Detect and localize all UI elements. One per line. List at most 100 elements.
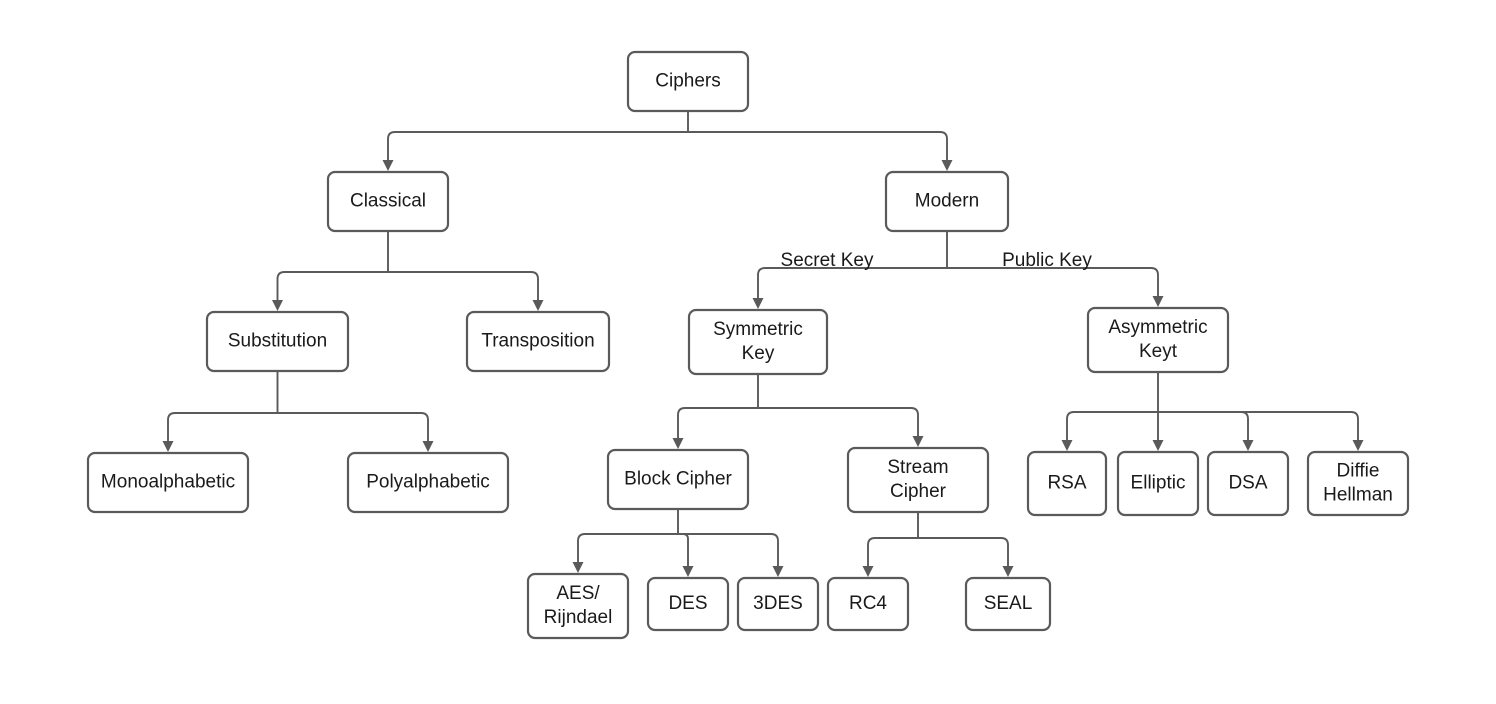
connector-line [758, 407, 919, 437]
connector-line [276, 271, 388, 301]
connector-line [688, 131, 948, 161]
connector-stream-rc4 [862, 537, 918, 577]
node-box-classical[interactable] [326, 170, 450, 233]
connector-block-aes [572, 533, 678, 573]
node-label-rsa: RSA [1047, 473, 1086, 494]
node-box-dsa[interactable] [1206, 450, 1290, 517]
node-dsa[interactable]: DSA [1206, 450, 1290, 517]
node-label-des: DES [668, 593, 707, 614]
node-label-substitution: Substitution [228, 331, 327, 352]
connector-symmetric-stream [758, 407, 924, 447]
connector-line [1158, 411, 1359, 441]
connector-line [947, 267, 1159, 297]
node-label-polyalphabetic: Polyalphabetic [366, 472, 490, 493]
connector-stream-seal [918, 537, 1014, 577]
node-rc4[interactable]: RC4 [826, 576, 910, 632]
connector-line [1066, 411, 1158, 441]
node-label-symmetric-key: Symmetric [713, 319, 803, 340]
connector-asymmetric-diffie [1158, 411, 1364, 451]
connector-asymmetric-elliptic [1152, 412, 1164, 451]
node-box-block-cipher[interactable] [606, 448, 750, 511]
node-polyalphabetic[interactable]: Polyalphabetic [346, 451, 510, 514]
node-seal[interactable]: SEAL [964, 576, 1052, 632]
public-key-label: Public Key [1002, 250, 1092, 271]
node-box-des[interactable] [646, 576, 730, 632]
connector-asymmetric-dsa [1158, 411, 1254, 451]
node-label-seal: SEAL [984, 593, 1033, 614]
connector-line [277, 412, 429, 442]
node-3des[interactable]: 3DES [736, 576, 820, 632]
connector-line [388, 271, 539, 301]
edge-labels-layer: Secret Key Public Key [781, 250, 1093, 271]
node-box-rc4[interactable] [826, 576, 910, 632]
connector-modern-symmetric [752, 267, 947, 309]
node-modern[interactable]: Modern [884, 170, 1010, 233]
node-box-elliptic[interactable] [1116, 450, 1200, 517]
node-label-monoalphabetic: Monoalphabetic [101, 472, 235, 493]
node-label-elliptic: Elliptic [1131, 473, 1186, 494]
node-label-modern: Modern [915, 191, 979, 212]
node-label-classical: Classical [350, 191, 426, 212]
connector-line [577, 533, 678, 563]
connector-substitution-polyalphabetic [277, 412, 434, 452]
connector-ciphers-classical [382, 131, 688, 171]
connector-line [757, 267, 947, 299]
node-label-diffie-hellman: Hellman [1323, 485, 1393, 506]
node-box-rsa[interactable] [1026, 450, 1108, 517]
node-box-asymmetric-key[interactable] [1086, 306, 1230, 374]
node-label-transposition: Transposition [481, 331, 594, 352]
node-label-aes-rijndael: Rijndael [544, 607, 613, 628]
node-des[interactable]: DES [646, 576, 730, 632]
node-label-symmetric-key: Key [742, 343, 775, 364]
node-box-diffie-hellman[interactable] [1306, 450, 1410, 517]
connector-substitution-monoalphabetic [162, 412, 278, 452]
node-box-stream-cipher[interactable] [846, 446, 990, 514]
node-box-ciphers[interactable] [626, 50, 750, 113]
node-monoalphabetic[interactable]: Monoalphabetic [86, 451, 250, 514]
node-ciphers[interactable]: Ciphers [626, 50, 750, 113]
node-substitution[interactable]: Substitution [205, 310, 350, 373]
node-transposition[interactable]: Transposition [465, 310, 611, 373]
node-label-stream-cipher: Stream [887, 457, 948, 478]
connector-line [677, 407, 758, 439]
node-box-3des[interactable] [736, 576, 820, 632]
connectors-layer [162, 111, 1364, 577]
node-label-block-cipher: Block Cipher [624, 469, 732, 490]
secret-key-label: Secret Key [781, 250, 874, 271]
node-box-polyalphabetic[interactable] [346, 451, 510, 514]
node-box-symmetric-key[interactable] [687, 308, 829, 376]
connector-classical-substitution [272, 271, 388, 311]
node-label-ciphers: Ciphers [655, 71, 720, 92]
node-box-transposition[interactable] [465, 310, 611, 373]
node-box-monoalphabetic[interactable] [86, 451, 250, 514]
connector-line [678, 533, 779, 567]
node-box-modern[interactable] [884, 170, 1010, 233]
node-box-substitution[interactable] [205, 310, 350, 373]
node-label-dsa: DSA [1228, 473, 1267, 494]
node-block-cipher[interactable]: Block Cipher [606, 448, 750, 511]
node-label-rc4: RC4 [849, 593, 887, 614]
connector-classical-transposition [388, 271, 544, 311]
node-label-aes-rijndael: AES/ [556, 583, 600, 604]
node-label-3des: 3DES [753, 593, 803, 614]
node-aes-rijndael[interactable]: AES/Rijndael [526, 572, 630, 640]
connector-line [387, 131, 688, 161]
node-box-seal[interactable] [964, 576, 1052, 632]
connector-symmetric-block [672, 407, 758, 449]
connector-block-3des [678, 533, 784, 577]
connector-modern-asymmetric [947, 267, 1164, 307]
node-label-diffie-hellman: Diffie [1337, 461, 1380, 482]
node-classical[interactable]: Classical [326, 170, 450, 233]
connector-line [918, 537, 1009, 567]
node-box-aes-rijndael[interactable] [526, 572, 630, 640]
node-label-asymmetric-key: Keyt [1139, 341, 1178, 362]
node-rsa[interactable]: RSA [1026, 450, 1108, 517]
node-elliptic[interactable]: Elliptic [1116, 450, 1200, 517]
